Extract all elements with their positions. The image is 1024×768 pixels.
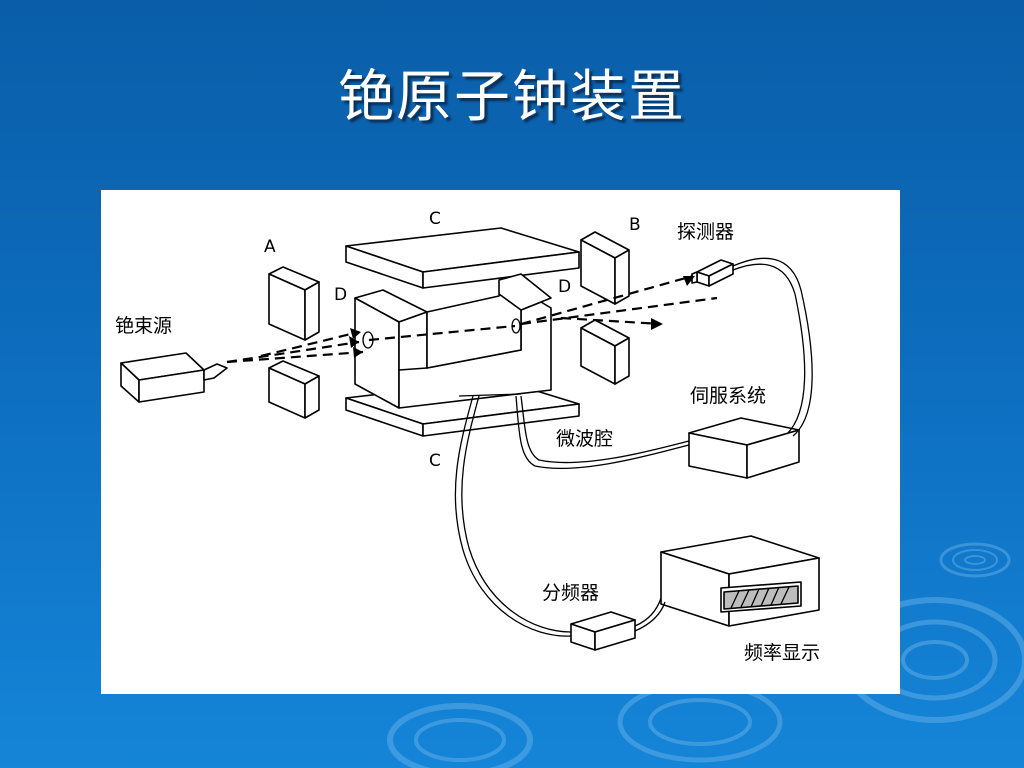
label-microwave-cavity: 微波腔 [556, 428, 613, 450]
detector [691, 259, 734, 287]
label-servo: 伺服系统 [690, 385, 766, 407]
plate-c-top [345, 227, 580, 289]
cable-cavity-divider [454, 395, 572, 637]
cable-cavity-servo [515, 395, 690, 470]
plate-c-bottom [345, 379, 580, 437]
cesium-source-box [120, 352, 228, 403]
label-magnet-b: B [629, 215, 641, 235]
label-magnet-a: A [264, 237, 276, 257]
frequency-divider-box [570, 611, 636, 651]
microwave-cavity [354, 273, 552, 409]
cesium-clock-diagram: 铯束源 A C D B D 探测器 伺服系统 微波腔 C 分频器 频率显示 [101, 190, 900, 694]
label-d-left: D [334, 285, 347, 305]
label-plate-c-bottom: C [429, 451, 441, 471]
servo-system-box [688, 417, 800, 479]
beam-arrowheads [349, 276, 695, 358]
cable-detector-servo [732, 257, 813, 437]
label-detector: 探测器 [677, 221, 734, 243]
label-cesium-source: 铯束源 [115, 315, 172, 337]
label-divider: 分频器 [542, 582, 599, 604]
slide-title: 铯原子钟装置 [338, 65, 686, 130]
label-frequency-display: 频率显示 [744, 642, 820, 664]
magnet-b [580, 231, 630, 385]
atomic-beam [226, 274, 718, 364]
label-plate-c-top: C [429, 209, 441, 229]
magnet-a [268, 266, 320, 419]
label-d-right: D [558, 277, 571, 297]
frequency-display-box [660, 535, 820, 627]
cable-divider-display [634, 597, 666, 632]
